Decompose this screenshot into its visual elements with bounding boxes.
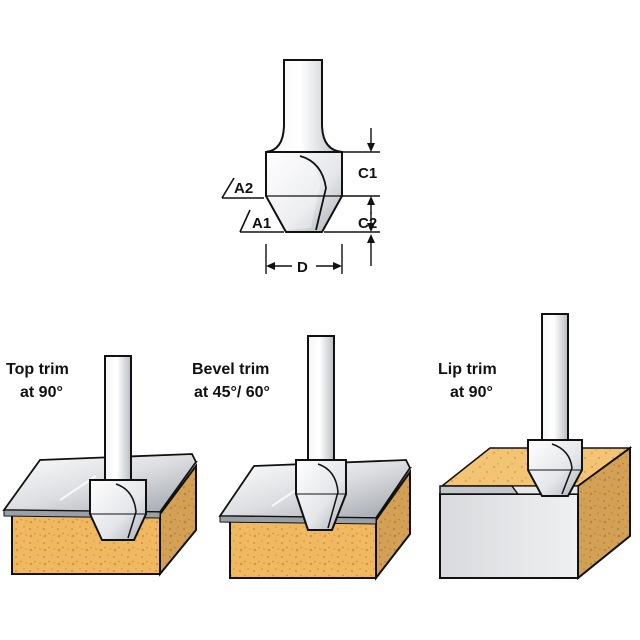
bevel-trim-wood-side	[375, 468, 411, 581]
lip-trim-caption-line1: Lip trim	[438, 361, 497, 378]
lip-trim-panel: Lip trim at 90°	[438, 313, 633, 581]
a2-angle-marker: A2	[221, 177, 264, 199]
c1-dimension: C1	[340, 128, 380, 214]
c2-dimension: C2	[324, 212, 380, 266]
d-dimension: D	[265, 244, 343, 276]
c1-label: C1	[358, 165, 377, 182]
top-trim-bit-head	[89, 479, 147, 541]
a2-label: A2	[234, 180, 253, 197]
a1-angle-marker: A1	[239, 209, 284, 233]
bevel-trim-wood-front	[229, 519, 377, 579]
d-label: D	[297, 259, 308, 276]
top-trim-caption-line2: at 90°	[20, 384, 63, 401]
bevel-trim-caption-line1: Bevel trim	[192, 361, 269, 378]
top-trim-bit-shank	[104, 355, 132, 481]
bevel-trim-bit-shank	[307, 335, 335, 461]
bit-flute-edge	[299, 155, 327, 231]
top-trim-panel: Top trim at 90°	[2, 355, 199, 577]
bit-drawing: C1 C2 A2 A1	[221, 59, 380, 276]
lip-trim-bit-shank	[541, 313, 569, 441]
top-trim-wood-side	[159, 463, 197, 577]
top-trim-caption-line1: Top trim	[6, 361, 69, 378]
lip-trim-lip	[439, 485, 520, 495]
bit-shank	[265, 59, 343, 153]
a1-label: A1	[252, 215, 271, 232]
bevel-trim-caption-line2: at 45°/ 60°	[194, 384, 270, 401]
bevel-trim-panel: Bevel trim at 45°/ 60°	[192, 335, 413, 581]
lip-trim-caption-line2: at 90°	[450, 384, 493, 401]
lip-trim-laminate-face	[439, 493, 579, 579]
c2-label: C2	[358, 215, 377, 232]
